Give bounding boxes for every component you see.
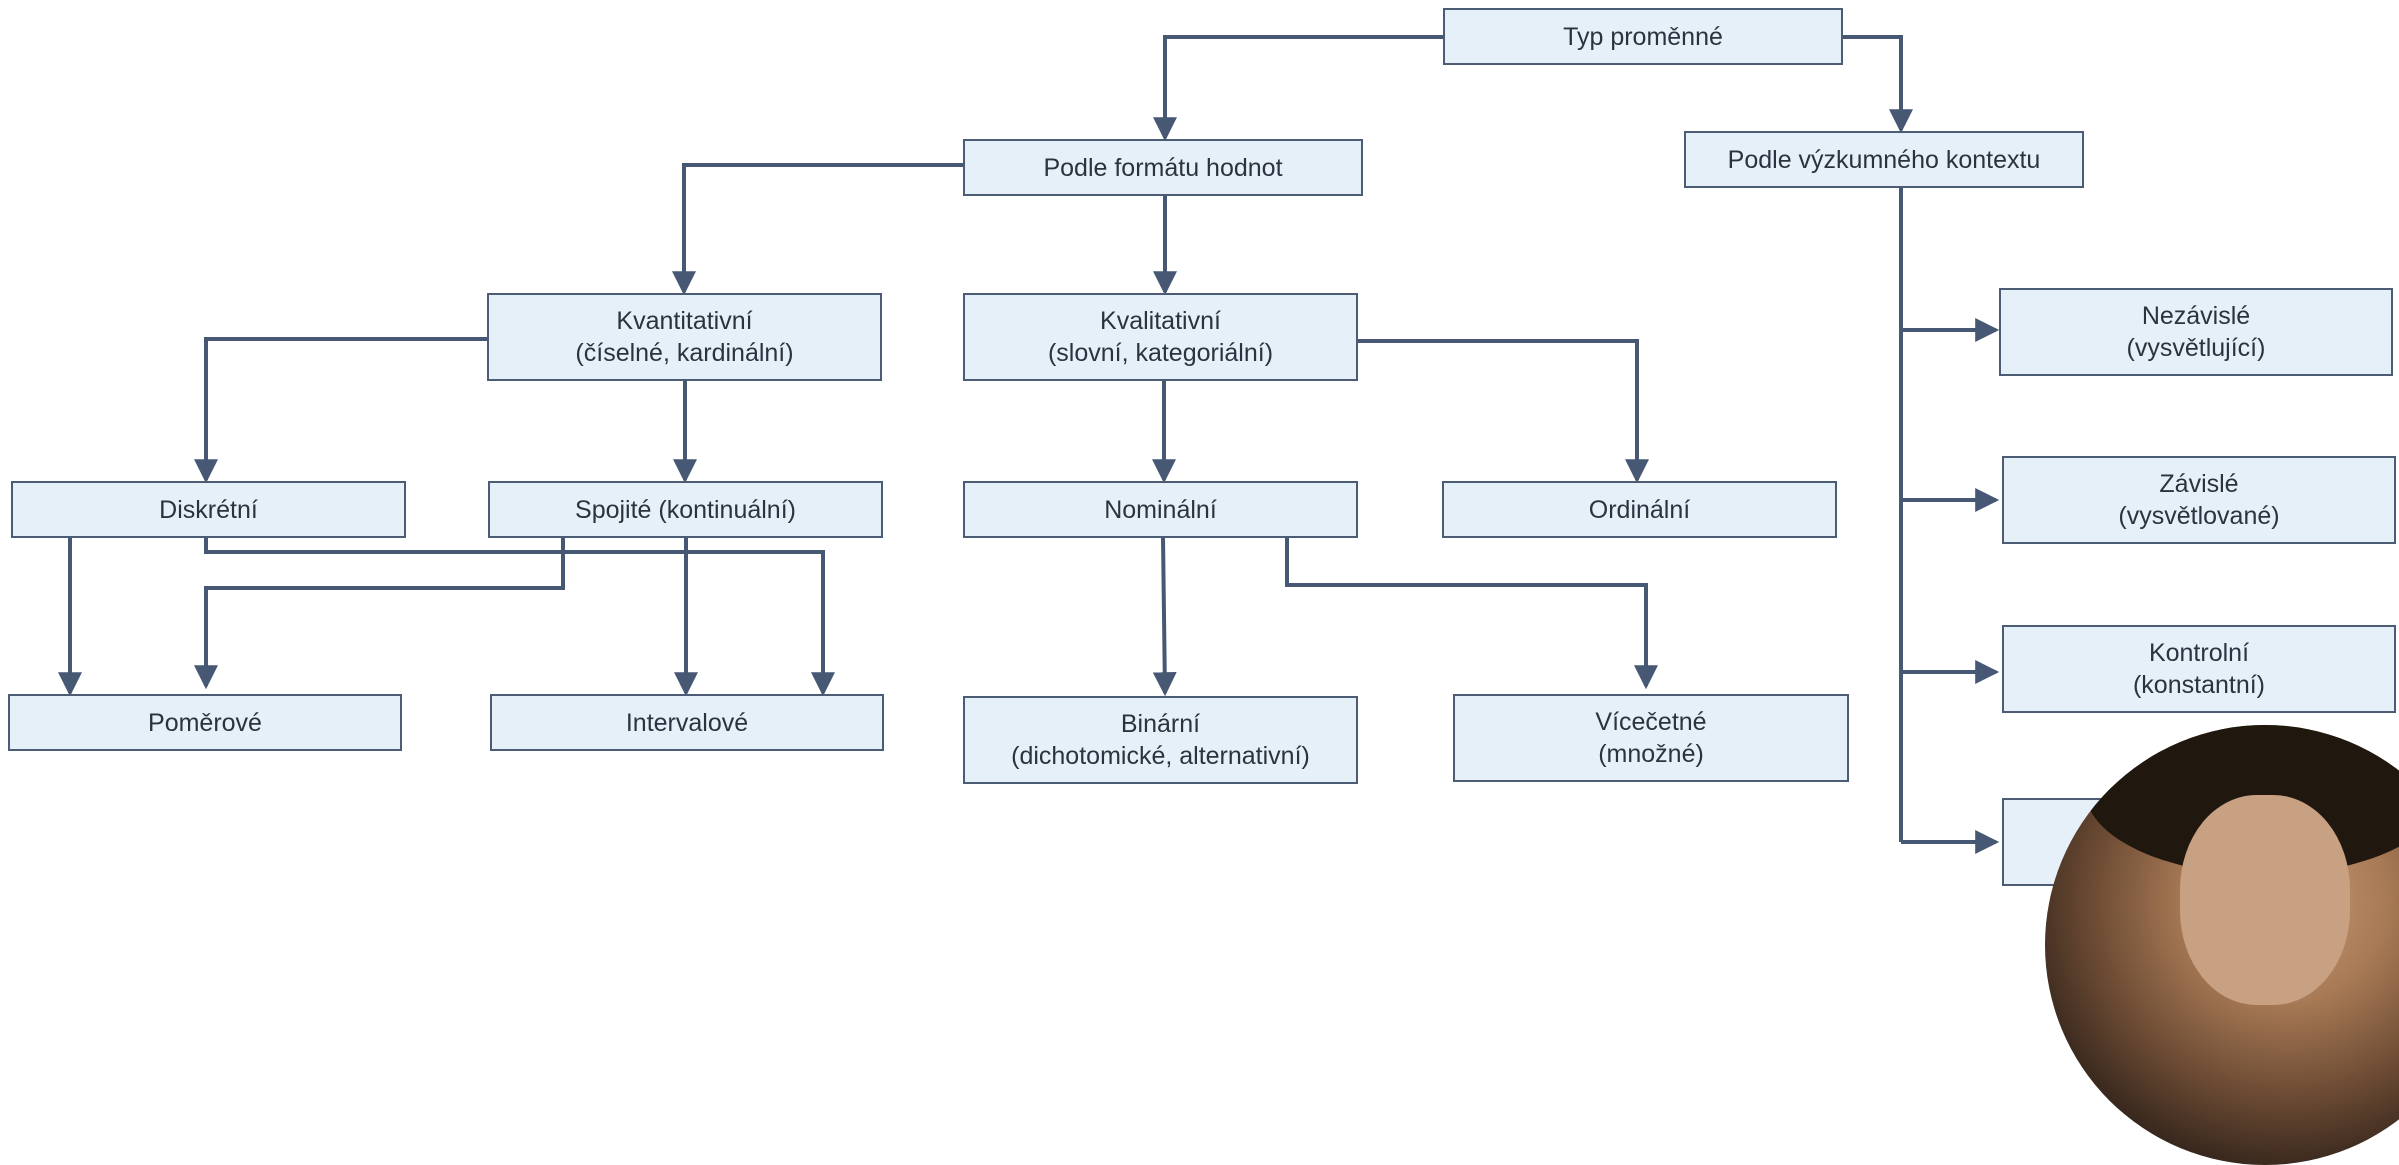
node-podle-formatu: Podle formátu hodnot bbox=[963, 139, 1363, 196]
node-podle-kontextu: Podle výzkumného kontextu bbox=[1684, 131, 2084, 188]
node-kvantitativni: Kvantitativní (číselné, kardinální) bbox=[487, 293, 882, 381]
node-label: Vícečetné bbox=[1595, 708, 1707, 736]
node-label: Typ proměnné bbox=[1563, 22, 1723, 51]
node-label: Podle výzkumného kontextu bbox=[1727, 145, 2041, 174]
connector-kvant-diskretni bbox=[194, 337, 487, 484]
node-sublabel: (dichotomické, alternativní) bbox=[1011, 742, 1310, 770]
node-label: Poměrové bbox=[148, 708, 262, 737]
webcam-face bbox=[2180, 795, 2350, 1005]
node-label: Spojité (kontinuální) bbox=[575, 495, 796, 524]
node-label: Nominální bbox=[1104, 495, 1217, 524]
connector-lines bbox=[58, 35, 2000, 854]
connector-spojite-pomerove bbox=[194, 537, 565, 690]
node-label: Kvalitativní bbox=[1100, 307, 1221, 335]
variable-type-diagram: Typ proměnné Podle formátu hodnot Podle … bbox=[8, 8, 2399, 1165]
connector-format-kvantitativni bbox=[672, 163, 963, 296]
connector-kval-ordinalni bbox=[1357, 339, 1649, 484]
connector-nominalni-vicecetne bbox=[1285, 537, 1658, 690]
node-typ-promenne: Typ proměnné bbox=[1443, 8, 1843, 65]
node-label: Závislé bbox=[2159, 470, 2239, 498]
node-spojite: Spojité (kontinuální) bbox=[488, 481, 883, 538]
connector-diskretni-intervalove bbox=[204, 537, 835, 697]
node-vicecetne: Vícečetné (množné) bbox=[1453, 694, 1849, 782]
node-label: Podle formátu hodnot bbox=[1043, 153, 1283, 182]
node-label: Binární bbox=[1120, 710, 1201, 738]
node-zavisle: Závislé (vysvětlované) bbox=[2002, 456, 2396, 544]
node-sublabel: (vysvětlující) bbox=[2126, 334, 2266, 362]
webcam-overlay bbox=[2045, 725, 2399, 1165]
node-nezavisle: Nezávislé (vysvětlující) bbox=[1999, 288, 2393, 376]
node-kvalitativni: Kvalitativní (slovní, kategoriální) bbox=[963, 293, 1358, 381]
node-ordinalni: Ordinální bbox=[1442, 481, 1837, 538]
node-label: Kontrolní bbox=[2148, 639, 2250, 667]
node-sublabel: (množné) bbox=[1598, 740, 1704, 768]
node-diskretni: Diskrétní bbox=[11, 481, 406, 538]
node-pomerove: Poměrové bbox=[8, 694, 402, 751]
node-sublabel: (vysvětlované) bbox=[2118, 502, 2280, 530]
node-label: Diskrétní bbox=[159, 495, 258, 524]
connector-nominalni-binarni bbox=[1152, 536, 1177, 697]
node-nominalni: Nominální bbox=[963, 481, 1358, 538]
node-sublabel: (slovní, kategoriální) bbox=[1047, 339, 1274, 367]
node-sublabel: (konstantní) bbox=[2132, 671, 2265, 699]
connector-typ-format bbox=[1153, 35, 1443, 142]
connector-typ-kontext bbox=[1843, 35, 1913, 134]
node-sublabel: (číselné, kardinální) bbox=[575, 339, 794, 367]
node-label: Nezávislé bbox=[2141, 302, 2251, 330]
node-binarni: Binární (dichotomické, alternativní) bbox=[963, 696, 1358, 784]
node-label: Ordinální bbox=[1588, 495, 1691, 524]
node-kontrolni: Kontrolní (konstantní) bbox=[2002, 625, 2396, 713]
node-label: Intervalové bbox=[625, 708, 749, 737]
node-intervalove: Intervalové bbox=[490, 694, 884, 751]
node-label: Kvantitativní bbox=[616, 307, 753, 335]
